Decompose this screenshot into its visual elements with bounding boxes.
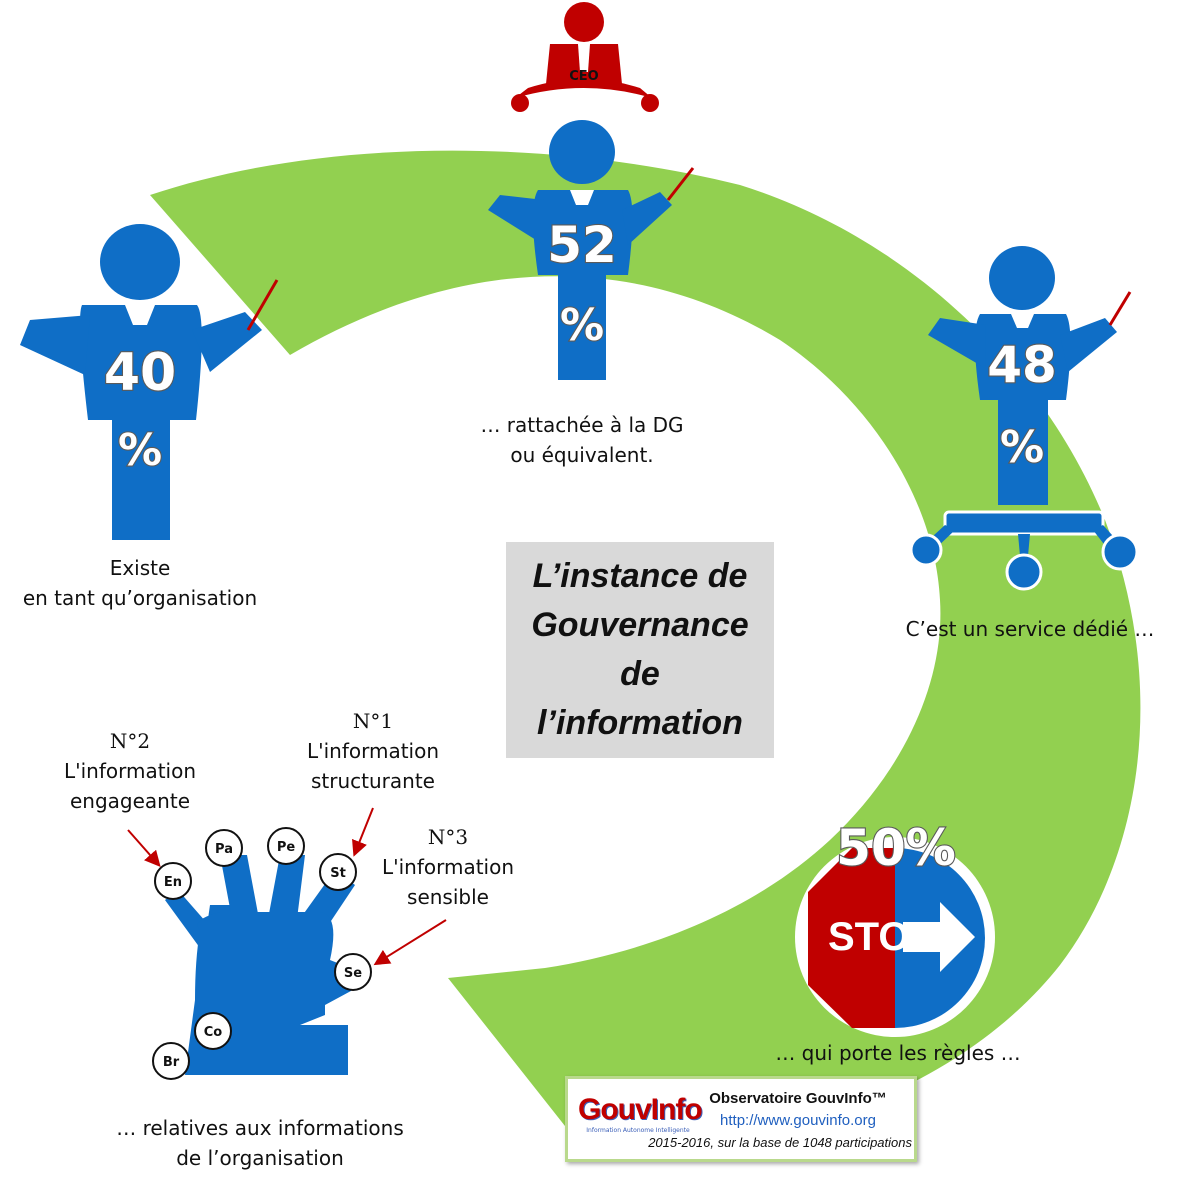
caption-hand: … relatives aux informations de l’organi…	[90, 1113, 430, 1173]
finger-br: Br	[163, 1055, 180, 1070]
percent-rules: 50%	[836, 819, 956, 877]
callout-engageante: N°2 L'information engageante	[40, 726, 220, 816]
callout-sensible-rank: N°3	[427, 825, 469, 849]
percent-service: 48	[987, 336, 1057, 394]
callout-engageante-line2: engageante	[69, 789, 190, 813]
caption-dg: … rattachée à la DG ou équivalent.	[452, 410, 712, 470]
callout-sensible: N°3 L'information sensible	[358, 822, 538, 912]
footer-url-link[interactable]: http://www.gouvinfo.org	[720, 1112, 876, 1129]
percent-dg: 52	[547, 216, 617, 274]
caption-organisation: Existe en tant qu’organisation	[10, 553, 270, 613]
ceo-badge-text: CEO	[569, 69, 598, 84]
finger-st: St	[330, 866, 346, 881]
gouvinfo-logo-text: GouvInfo	[578, 1093, 703, 1126]
caption-dg-line1: … rattachée à la DG	[480, 413, 684, 437]
callout-arrow-sensible	[373, 919, 447, 966]
caption-organisation-line2: en tant qu’organisation	[22, 586, 258, 610]
gouvinfo-logo: GouvInfo Information Autonome Intelligen…	[578, 1091, 703, 1137]
pointer-dg	[666, 167, 695, 201]
center-title: L’instance de Gouvernance de l’informati…	[531, 557, 749, 742]
finger-tips	[152, 827, 372, 1080]
footer-panel: GouvInfo Information Autonome Intelligen…	[565, 1076, 917, 1162]
callout-arrow-engageante	[127, 829, 161, 867]
finger-se: Se	[344, 966, 362, 981]
caption-service-line1: C’est un service dédié …	[905, 617, 1155, 641]
finger-pe: Pe	[277, 840, 296, 855]
person-organisation-icon	[20, 224, 262, 540]
footer-note: 2015-2016, sur la base de 1048 participa…	[648, 1135, 912, 1150]
callout-engageante-line1: L'information	[63, 759, 197, 783]
callout-structurante-rank: N°1	[352, 709, 394, 733]
finger-en: En	[164, 875, 182, 890]
percent-organisation: 40	[104, 343, 176, 403]
caption-hand-line1: … relatives aux informations	[116, 1116, 404, 1140]
caption-service: C’est un service dédié …	[890, 614, 1170, 644]
footer-observatoire-name: Observatoire GouvInfo™	[709, 1090, 887, 1107]
percent-sign-dg: %	[560, 300, 604, 351]
center-title-box: L’instance de Gouvernance de l’informati…	[506, 542, 774, 758]
person-dg-icon	[488, 120, 672, 380]
callout-structurante-line1: L'information	[306, 739, 440, 763]
callout-sensible-line1: L'information	[381, 855, 515, 879]
pointer-service	[1108, 291, 1132, 326]
finger-co: Co	[204, 1025, 223, 1040]
percent-sign-service: %	[1000, 422, 1044, 473]
callout-structurante-line2: structurante	[311, 769, 435, 793]
finger-pa: Pa	[215, 842, 233, 857]
stop-arrow-sign-icon	[795, 837, 995, 1037]
stop-text: STO	[828, 915, 910, 959]
percent-sign-organisation: %	[118, 425, 162, 476]
callout-structurante: N°1 L'information structurante	[283, 706, 463, 796]
caption-dg-line2: ou équivalent.	[510, 443, 654, 467]
person-service-icon	[928, 246, 1117, 505]
caption-rules-line1: … qui porte les règles …	[775, 1041, 1021, 1065]
ceo-chair-icon	[511, 2, 659, 112]
caption-rules: … qui porte les règles …	[748, 1038, 1048, 1068]
callout-engageante-rank: N°2	[109, 729, 151, 753]
callout-arrow-structurante	[352, 807, 374, 857]
caption-organisation-line1: Existe	[109, 556, 171, 580]
pointer-organisation	[246, 279, 279, 331]
desk-icon	[909, 510, 1139, 591]
callout-sensible-line2: sensible	[407, 885, 489, 909]
caption-hand-line2: de l’organisation	[176, 1146, 344, 1170]
gouvinfo-logo-subtitle: Information Autonome Intelligente	[586, 1127, 690, 1134]
